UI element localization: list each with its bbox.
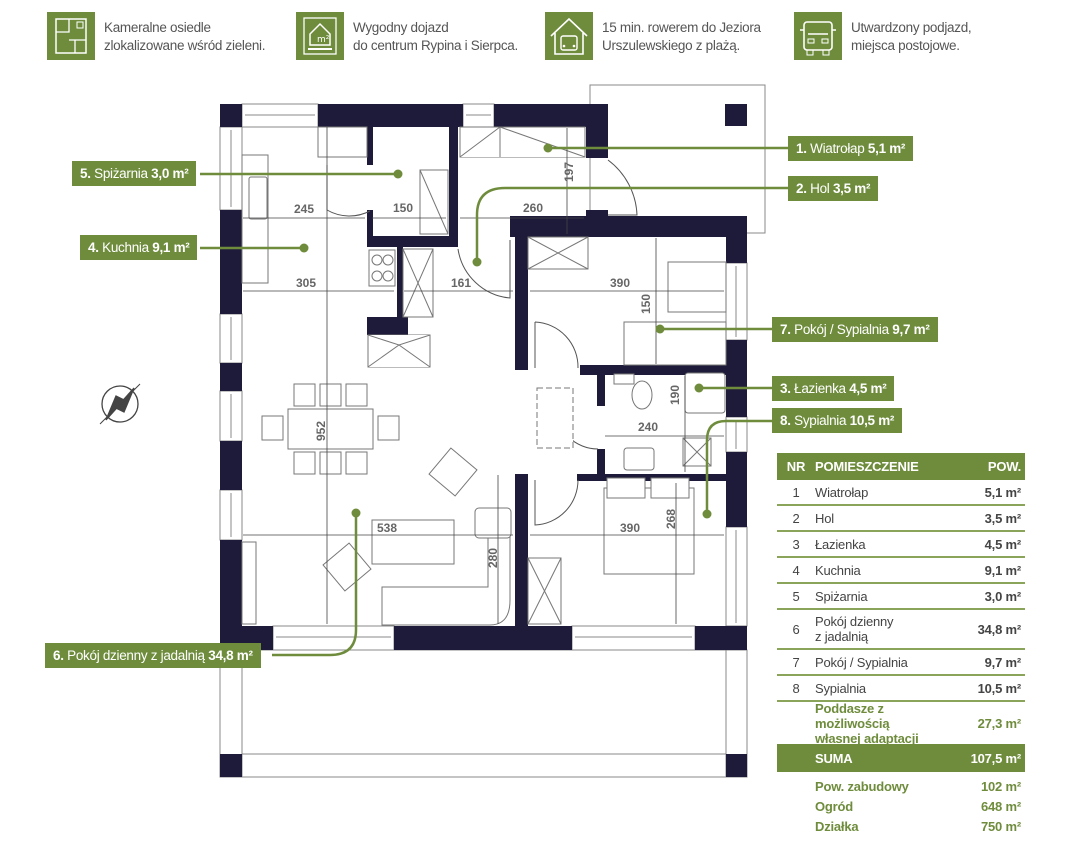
furniture [241, 126, 727, 626]
room-label-wiatrolap: 1. Wiatrołap 5,1 m² [788, 136, 914, 161]
floorplan-icon [47, 12, 95, 60]
dim-room7-width: 390 [610, 276, 630, 290]
room-label-lazienka: 3. Łazienka 4,5 m² [772, 376, 895, 401]
room-label-sypialnia: 8. Sypialnia 10,5 m² [772, 408, 903, 433]
feature-text-line2: miejsca postojowe. [851, 38, 960, 53]
dim-kitchen-width-2: 305 [296, 276, 316, 290]
terrace [219, 649, 748, 778]
house-plan-icon: m² [296, 12, 344, 60]
dim-hall-width: 260 [523, 201, 543, 215]
dim-bath-height: 190 [668, 385, 682, 405]
dim-vestibule-height: 197 [562, 162, 576, 182]
car-icon [794, 12, 842, 60]
svg-text:m²: m² [317, 35, 330, 45]
dim-bedroom-height: 268 [664, 509, 678, 529]
feature-text-line1: Utwardzony podjazd, [851, 20, 972, 35]
porch-post [725, 104, 747, 126]
header-room: POMIESZCZENIE [815, 459, 919, 474]
feature-text-line1: 15 min. rowerem do Jeziora [602, 20, 761, 35]
dim-bedroom-width: 390 [620, 521, 640, 535]
dim-kitchen-width: 245 [294, 202, 314, 216]
dimension-lines [243, 127, 724, 624]
feature-text-line1: Kameralne osiedle [104, 20, 211, 35]
dim-bath-width: 240 [638, 420, 658, 434]
table-header: NR POMIESZCZENIE POW. [777, 453, 1025, 480]
dim-hall-width-2: 161 [451, 276, 471, 290]
feature-text-line2: Urszulewskiego z plażą. [602, 38, 740, 53]
feature-text-line2: do centrum Rypina i Sierpca. [353, 38, 518, 53]
dim-living-width: 538 [377, 521, 397, 535]
terrace-post [726, 754, 747, 777]
walls [220, 104, 747, 650]
header-nr: NR [786, 459, 806, 474]
feature-text-line1: Wygodny dojazd [353, 20, 449, 35]
room-label-kuchnia: 4. Kuchnia 9,1 m² [80, 235, 198, 260]
compass-icon [99, 383, 141, 425]
leader-lines [200, 146, 788, 657]
room-label-hol: 2. Hol 3,5 m² [788, 176, 879, 201]
garage-car-icon [545, 12, 593, 60]
room-label-spizarnia: 5. Spiżarnia 3,0 m² [72, 161, 197, 186]
feature-text-line2: zlokalizowane wśród zieleni. [104, 38, 266, 53]
leader-dots [299, 143, 712, 519]
windows [219, 103, 748, 651]
dim-room7-height: 150 [639, 294, 653, 314]
room-label-pokoj-dzienny: 6. Pokój dzienny z jadalnią 34,8 m² [45, 643, 261, 668]
dimension-labels: 245 150 260 197 305 161 390 150 190 240 … [294, 162, 682, 568]
dim-pantry-width: 150 [393, 201, 413, 215]
dim-living-height-2: 280 [486, 548, 500, 568]
room-label-pokoj-sypialnia: 7. Pokój / Sypialnia 9,7 m² [772, 317, 938, 342]
header-area: POW. [987, 459, 1021, 474]
dim-living-height: 952 [314, 421, 328, 441]
terrace-post [220, 754, 242, 777]
